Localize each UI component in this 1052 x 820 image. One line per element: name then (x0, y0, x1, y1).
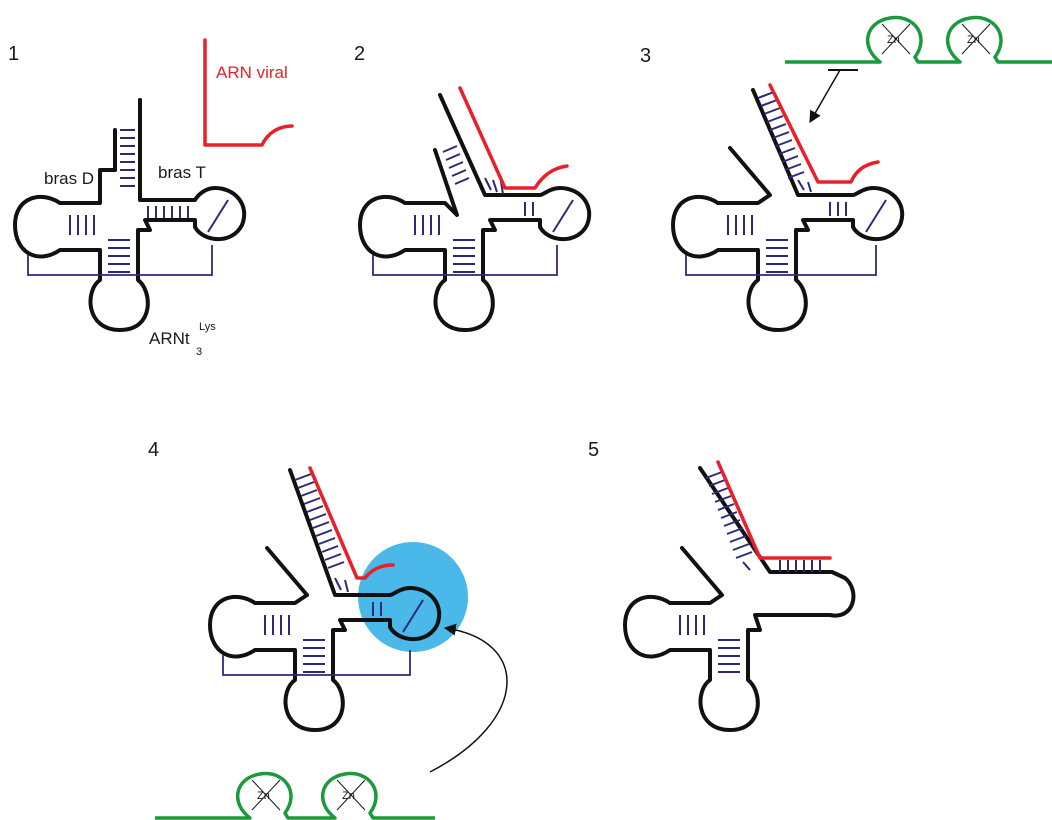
trna-superscript: Lys (199, 321, 216, 333)
trna-subscript: 3 (196, 346, 202, 358)
arrow-icon (429, 623, 508, 773)
viral-rna-label: ARN viral (216, 63, 288, 82)
step-number-5: 5 (588, 439, 599, 461)
zinc-finger-icon: Zn (961, 23, 991, 55)
trna-lys3-label: ARNt Lys 3 (149, 321, 216, 358)
step-number-2: 2 (354, 43, 365, 65)
step-number-4: 4 (148, 439, 159, 461)
zinc-finger-icon: Zn (336, 779, 366, 811)
zn-label: Zn (257, 790, 270, 802)
step-3-trna (671, 83, 905, 332)
arrow-icon (809, 69, 841, 124)
step-2-trna (358, 86, 592, 332)
step-5-trna (623, 460, 856, 732)
nucleocapsid-binding-highlight (358, 542, 468, 652)
zinc-finger-icon: Zn (251, 779, 281, 811)
zinc-finger-icon: Zn (881, 23, 911, 55)
step-4-nucleocapsid: Zn Zn (155, 771, 435, 820)
zn-label: Zn (887, 34, 900, 46)
zn-label: Zn (342, 790, 355, 802)
step-number-3: 3 (640, 45, 651, 67)
zn-label: Zn (967, 34, 980, 46)
t-arm-label: bras T (158, 163, 206, 182)
d-arm-label: bras D (44, 169, 94, 188)
step-1-trna (13, 98, 247, 332)
step-3-nucleocapsid: Zn Zn (785, 15, 1052, 64)
step-number-1: 1 (8, 43, 19, 65)
step-4-trna (208, 466, 442, 732)
trna-label: ARNt (149, 329, 190, 348)
viral-rna-strand (203, 38, 294, 147)
